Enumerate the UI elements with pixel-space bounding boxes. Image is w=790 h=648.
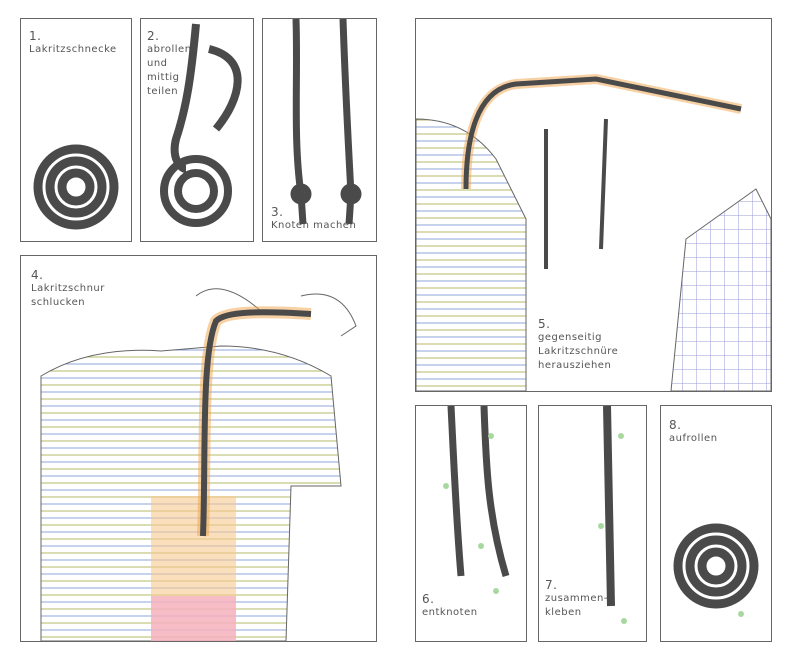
step-number: 7.: [545, 578, 558, 592]
caption-5: 5.gegenseitig Lakritzschnüre herausziehe…: [538, 317, 618, 373]
step-number: 5.: [538, 317, 551, 331]
step-number: 6.: [422, 592, 435, 606]
caption-8: 8.aufrollen: [669, 418, 718, 446]
pulling-illustration: [416, 73, 771, 391]
step-text: entknoten: [422, 607, 478, 618]
step-text: zusammen- kleben: [545, 593, 609, 618]
step-number: 2.: [147, 29, 160, 43]
glued-licorice: [598, 406, 627, 624]
step-text: Knoten machen: [271, 220, 357, 231]
caption-6: 6.entknoten: [422, 592, 478, 620]
step-text: aufrollen: [669, 433, 718, 444]
caption-3: 3.Knoten machen: [271, 205, 356, 233]
panel-1: 1.Lakritzschnecke: [20, 18, 132, 242]
licorice-spiral: [33, 144, 119, 230]
swallowing-illustration: [40, 288, 357, 641]
panel-8: 8.aufrollen: [660, 405, 772, 642]
rerolled-spiral: [673, 523, 759, 617]
panel-4: 4.Lakritzschnur schlucken: [20, 255, 377, 642]
caption-1: 1.Lakritzschnecke: [29, 29, 117, 57]
step-number: 8.: [669, 418, 682, 432]
step-text: gegenseitig Lakritzschnüre herausziehen: [538, 332, 619, 371]
step-text: abrollen und mittig teilen: [147, 44, 192, 97]
step-number: 4.: [31, 268, 44, 282]
step-text: Lakritzschnecke: [29, 44, 117, 55]
panel-6: 6.entknoten: [415, 405, 527, 642]
step-number: 1.: [29, 29, 42, 43]
step-number: 3.: [271, 205, 284, 219]
unknotted-licorice: [443, 406, 510, 594]
caption-2: 2.abrollen und mittig teilen: [147, 29, 192, 99]
caption-7: 7.zusammen- kleben: [545, 578, 608, 620]
panel-3: 3.Knoten machen: [262, 18, 377, 242]
panel-5: 5.gegenseitig Lakritzschnüre herausziehe…: [415, 18, 772, 392]
caption-4: 4.Lakritzschnur schlucken: [31, 268, 105, 310]
panel-7: 7.zusammen- kleben: [538, 405, 647, 642]
knotted-licorice: [290, 19, 362, 225]
unrolled-licorice: [160, 23, 242, 227]
step-text: Lakritzschnur schlucken: [31, 283, 105, 308]
panel-2: 2.abrollen und mittig teilen: [140, 18, 254, 242]
